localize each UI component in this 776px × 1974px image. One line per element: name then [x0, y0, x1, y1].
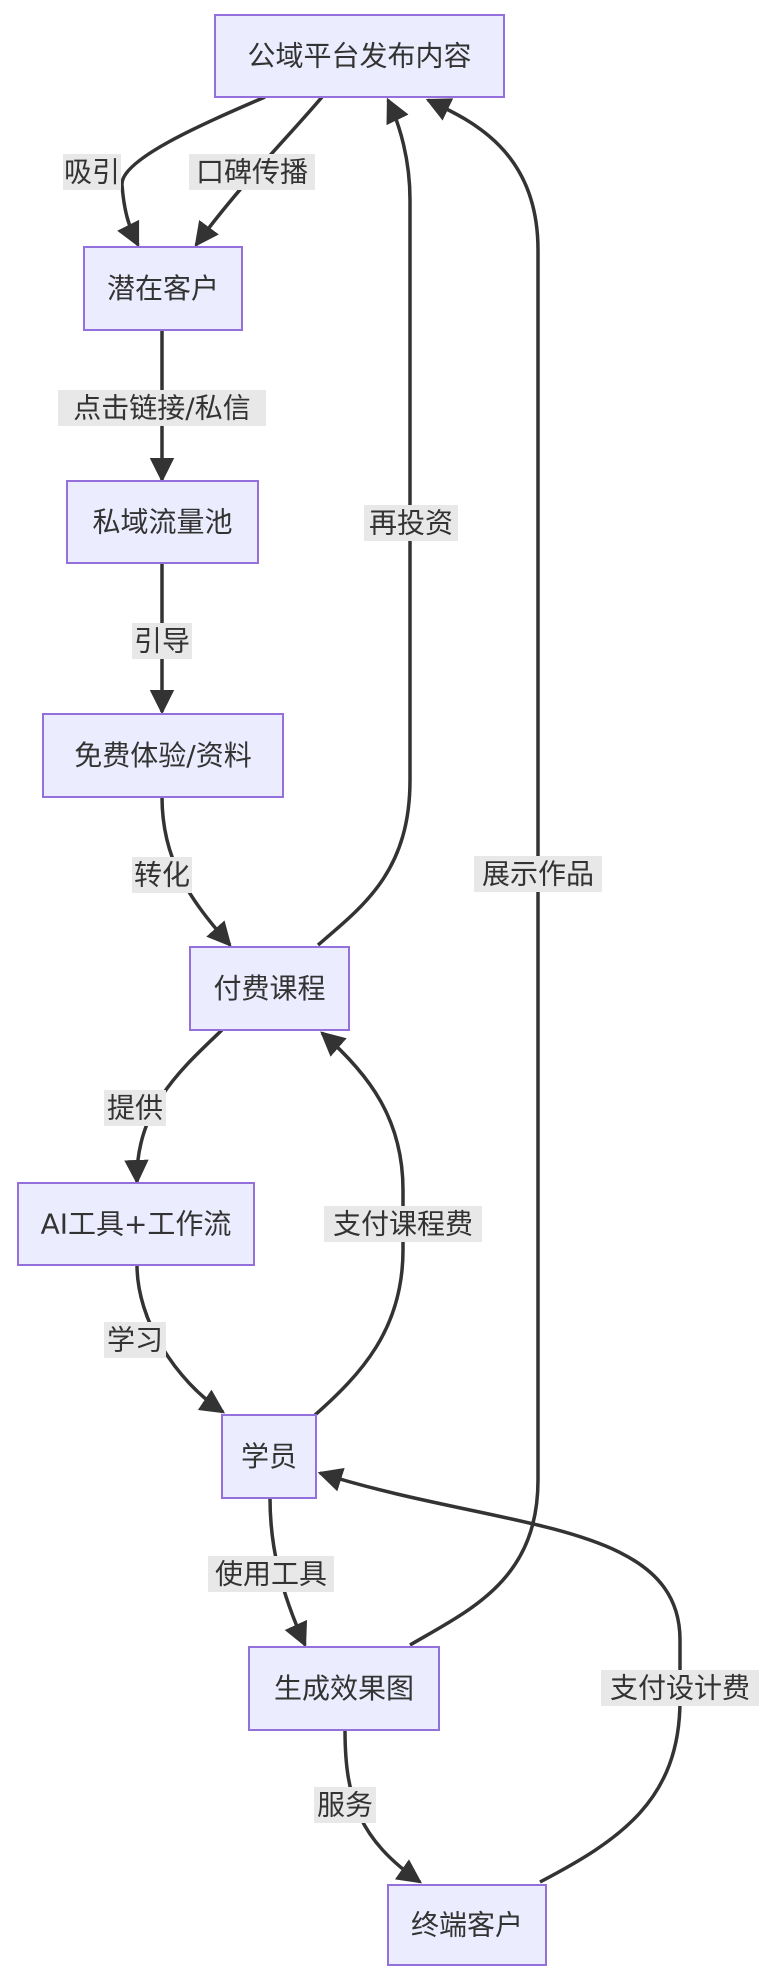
edge-label-click-link: 点击链接/私信: [58, 390, 266, 426]
node-ai-tools[interactable]: AI工具+工作流: [17, 1182, 255, 1266]
edge-label-convert: 转化: [132, 857, 192, 893]
edge-label-guide-text: 引导: [134, 625, 190, 658]
node-public-platform[interactable]: 公域平台发布内容: [214, 14, 505, 98]
edge-label-use-tools-text: 使用工具: [215, 1558, 327, 1591]
node-ai-tools-label: AI工具+工作流: [41, 1208, 232, 1241]
edge-label-convert-text: 转化: [134, 859, 190, 892]
edge-label-serve-text: 服务: [317, 1789, 373, 1822]
node-private-pool[interactable]: 私域流量池: [66, 480, 259, 564]
edge-pay-design-fee: [317, 1467, 682, 1884]
edge-label-pay-design-fee: 支付设计费: [601, 1670, 759, 1706]
node-end-customers-label: 终端客户: [411, 1909, 523, 1942]
edge-label-showcase-text: 展示作品: [482, 858, 594, 891]
edge-label-pay-design-fee-text: 支付设计费: [610, 1672, 750, 1705]
edge-label-provide-text: 提供: [107, 1092, 163, 1125]
node-renderings[interactable]: 生成效果图: [248, 1646, 440, 1731]
edge-label-click-link-text: 点击链接/私信: [73, 392, 250, 425]
node-potential-customers[interactable]: 潜在客户: [83, 246, 243, 331]
node-free-trial-label: 免费体验/资料: [74, 739, 251, 772]
edge-showcase: [409, 98, 540, 1647]
node-students-label: 学员: [241, 1440, 297, 1473]
edge-reinvest: [316, 97, 412, 947]
node-paid-course[interactable]: 付费课程: [189, 946, 350, 1031]
edge-pay-course-fee: [313, 1031, 405, 1417]
edge-label-use-tools: 使用工具: [208, 1556, 334, 1592]
edge-label-provide: 提供: [104, 1090, 166, 1126]
node-potential-customers-label: 潜在客户: [107, 272, 219, 305]
edge-label-reinvest: 再投资: [364, 505, 458, 541]
edge-label-learn: 学习: [104, 1322, 166, 1358]
edge-label-pay-course-fee-text: 支付课程费: [333, 1208, 473, 1241]
node-private-pool-label: 私域流量池: [92, 506, 232, 539]
node-free-trial[interactable]: 免费体验/资料: [42, 713, 284, 798]
node-public-platform-label: 公域平台发布内容: [247, 40, 471, 73]
edge-label-word-of-mouth: 口碑传播: [189, 154, 315, 190]
edge-label-learn-text: 学习: [107, 1324, 163, 1357]
node-students[interactable]: 学员: [221, 1414, 317, 1499]
node-paid-course-label: 付费课程: [213, 972, 325, 1005]
edge-label-showcase: 展示作品: [474, 856, 602, 892]
edge-label-word-of-mouth-text: 口碑传播: [196, 156, 308, 189]
edge-label-serve: 服务: [314, 1787, 376, 1823]
edge-label-attract: 吸引: [63, 154, 121, 190]
edge-label-reinvest-text: 再投资: [369, 507, 453, 540]
node-end-customers[interactable]: 终端客户: [387, 1884, 547, 1966]
edge-attract: [117, 95, 266, 248]
edge-label-guide: 引导: [132, 623, 192, 659]
edge-label-attract-text: 吸引: [64, 156, 120, 189]
node-renderings-label: 生成效果图: [274, 1672, 414, 1705]
edge-label-pay-course-fee: 支付课程费: [324, 1206, 482, 1242]
